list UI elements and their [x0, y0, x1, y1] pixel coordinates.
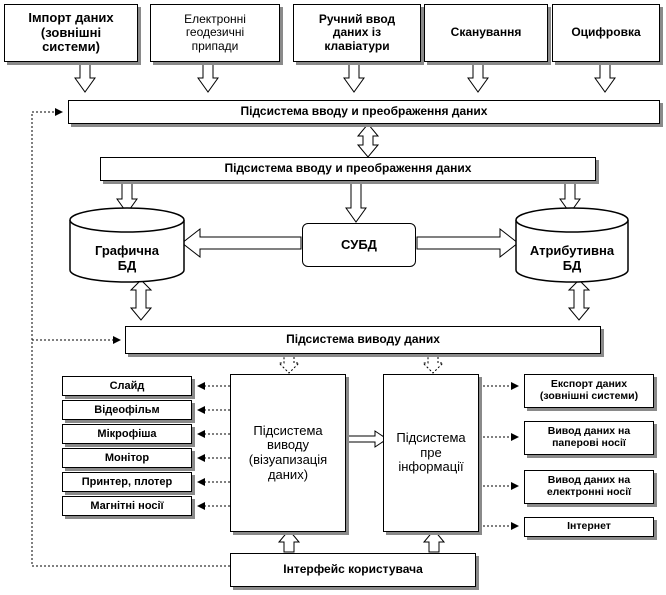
attribute-db-label: Атрибутивна БД — [529, 243, 615, 273]
device-slide: Слайд — [62, 376, 192, 396]
device-monitor: Монітор — [62, 448, 192, 468]
input-subsystem-1: Підсистема вводу и преображення даних — [68, 100, 660, 124]
device-videofilm: Відеофільм — [62, 400, 192, 420]
device-magnetic-media: Магнітні носії — [62, 496, 192, 516]
source-arrows — [74, 63, 616, 93]
double-arrow-subsystems — [356, 123, 380, 158]
visualization-subsystem: Підсистема виводу (візуапизація даних) — [230, 374, 346, 532]
output-subsystem: Підсистема виводу даних — [125, 326, 601, 354]
info-to-export-arrows — [479, 382, 519, 530]
source-digitizing: Оцифровка — [552, 4, 660, 62]
info-subsystem: Підсистема пре інформації — [383, 374, 479, 532]
graphic-db-label: Графична БД — [94, 243, 160, 273]
vis-to-device-arrows — [197, 382, 230, 510]
db-output-arrows — [129, 279, 591, 321]
dbms-box: СУБД — [302, 223, 416, 267]
export-external-systems: Експорт даних (зовнішні системи) — [524, 374, 654, 408]
device-printer-plotter: Принтер, плотер — [62, 472, 192, 492]
export-paper-media: Вивод даних на паперові носії — [524, 421, 654, 455]
source-electronic-geodetic: Електронні геодезичні припади — [150, 4, 280, 62]
graphic-db-cylinder — [69, 207, 185, 283]
user-interface-box: Інтерфейс користувача — [230, 553, 476, 587]
subsystem-to-db-arrows — [116, 180, 581, 223]
output-to-processing-arrows — [277, 354, 445, 374]
source-manual-input: Ручний ввод даних із клавіатури — [293, 4, 421, 62]
source-import-data: Імпорт даних (зовнішні системи) — [4, 4, 138, 62]
ui-up-arrows — [277, 529, 446, 553]
attribute-db-cylinder — [515, 207, 629, 283]
vis-to-info-arrow — [344, 430, 388, 448]
export-electronic-media: Вивод даних на електронні носії — [524, 470, 654, 504]
input-subsystem-2: Підсистема вводу и преображення даних — [100, 157, 596, 181]
feedback-line — [31, 108, 230, 567]
export-internet: Інтернет — [524, 517, 654, 537]
device-microfiche: Мікрофіша — [62, 424, 192, 444]
source-scanning: Сканування — [424, 4, 548, 62]
dbms-arrows — [181, 227, 519, 259]
